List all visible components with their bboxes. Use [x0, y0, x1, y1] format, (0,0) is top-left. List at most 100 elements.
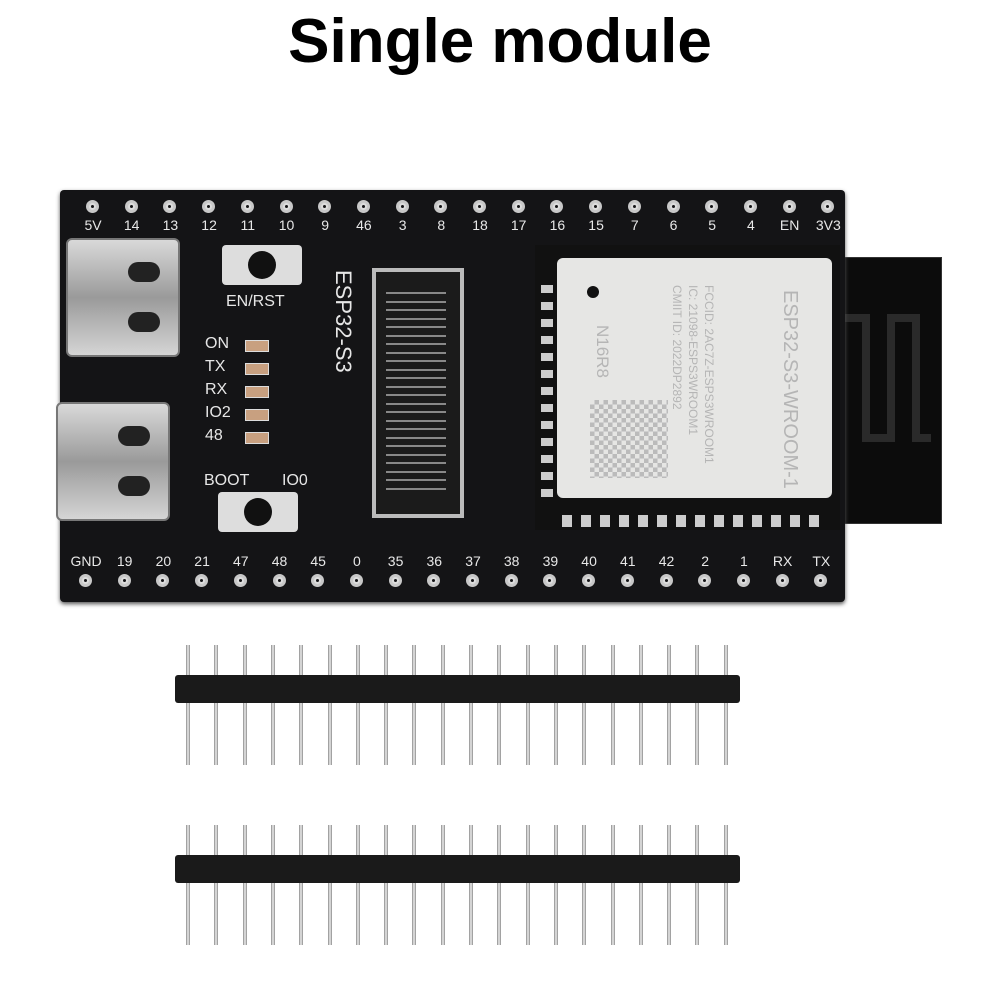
module-model: ESP32-S3-WROOM-1	[779, 290, 801, 489]
module-pad	[541, 370, 553, 378]
header-pin	[610, 645, 615, 765]
pin-hole	[434, 200, 448, 213]
fpc-contact	[386, 343, 446, 345]
pin-label: 46	[356, 217, 372, 233]
module-pad	[733, 515, 743, 527]
pin-label: TX	[812, 553, 831, 569]
header-pin	[327, 825, 332, 945]
fpc-contact	[386, 419, 446, 422]
pin-label: 14	[123, 217, 140, 233]
fpc-contact	[386, 300, 446, 303]
pin-hole	[395, 200, 409, 213]
header-pin	[186, 645, 190, 765]
module-ic: IC: 21098-ESPS3WROOM1	[686, 285, 700, 436]
fpc-contact	[386, 428, 446, 430]
header-pin	[553, 825, 558, 945]
header-pin	[384, 645, 389, 765]
pin-label: 3V3	[815, 217, 841, 233]
boot-label: BOOT	[204, 472, 250, 489]
pin-label: 45	[310, 553, 326, 569]
reset-button[interactable]	[222, 245, 302, 285]
pin-hole	[627, 200, 641, 213]
fpc-contact	[386, 436, 446, 439]
pin-hole	[821, 200, 835, 213]
fpc-contact	[386, 334, 446, 337]
module-pad	[541, 455, 553, 463]
pin-hole	[195, 574, 209, 587]
header-pin	[270, 825, 275, 945]
pin-label: 5V	[84, 217, 102, 233]
module-pad	[581, 515, 591, 527]
reset-label: EN/RST	[226, 293, 285, 310]
pin-hole	[427, 574, 441, 587]
module-pad	[657, 515, 667, 527]
module-pad	[790, 515, 800, 527]
module-pad	[541, 472, 553, 480]
fpc-contact	[386, 394, 446, 396]
header-pin	[695, 645, 700, 765]
pin1-dot	[587, 286, 599, 298]
module-pad	[541, 285, 553, 293]
header-pin	[327, 645, 332, 765]
led-label: RX	[205, 381, 228, 398]
status-led	[245, 340, 269, 352]
boot-button[interactable]	[218, 492, 298, 532]
fpc-contact	[386, 309, 446, 311]
pin-header-1	[175, 675, 740, 703]
header-pin	[582, 825, 587, 945]
module-pad	[752, 515, 762, 527]
led-label: IO2	[205, 404, 231, 421]
module-pad	[714, 515, 724, 527]
header-pin	[638, 825, 643, 945]
pin-hole	[233, 574, 247, 587]
module-pad	[541, 353, 553, 361]
led-label: TX	[205, 358, 226, 375]
pin-label: 39	[542, 553, 559, 569]
module-pad	[619, 515, 629, 527]
header-pin	[214, 645, 219, 765]
pin-label: 6	[669, 217, 678, 233]
pin-hole	[511, 200, 525, 213]
pin-label: 20	[155, 553, 172, 569]
page-title: Single module	[288, 7, 712, 76]
pin-label: 7	[630, 217, 639, 233]
pin-label: 47	[233, 553, 249, 569]
fpc-contact	[386, 445, 446, 447]
module-pad	[541, 438, 553, 446]
module-pad	[541, 387, 553, 395]
status-led	[245, 386, 269, 398]
header-pin	[186, 825, 190, 945]
pin-label: 35	[387, 553, 404, 569]
header-pin	[355, 645, 360, 765]
header-pin	[723, 645, 728, 765]
header-pin	[469, 645, 473, 765]
pin-hole	[589, 200, 603, 213]
header-pin	[214, 825, 219, 945]
pin-hole	[349, 574, 363, 587]
fpc-contact	[386, 317, 446, 320]
pin-hole	[466, 574, 479, 587]
pin-label: 4	[746, 217, 755, 233]
module-pad	[541, 302, 553, 310]
pin-label: 11	[240, 217, 256, 233]
fpc-contact	[386, 292, 446, 294]
pin-hole	[240, 200, 254, 213]
pin-label: 3	[398, 217, 407, 233]
header-pin	[355, 825, 360, 945]
status-led	[245, 363, 269, 375]
fpc-contact	[386, 351, 446, 354]
module-cmiit: CMIIT ID: 2022DP2892	[670, 285, 684, 410]
pin-hole	[356, 200, 370, 213]
pin-hole	[156, 574, 170, 587]
pin-hole	[550, 200, 564, 213]
module-pad	[541, 336, 553, 344]
header-pin	[299, 825, 304, 945]
module-pad	[562, 515, 572, 527]
module-pad	[676, 515, 686, 527]
module-fccid: FCCID: 2AC7Z-ESPS3WROOM1	[702, 285, 716, 464]
pin-label: RX	[772, 553, 793, 569]
usb-c-port-2	[56, 402, 170, 521]
pin-hole	[86, 200, 99, 213]
pin-hole	[279, 200, 293, 213]
pin-label: 5	[708, 217, 717, 233]
